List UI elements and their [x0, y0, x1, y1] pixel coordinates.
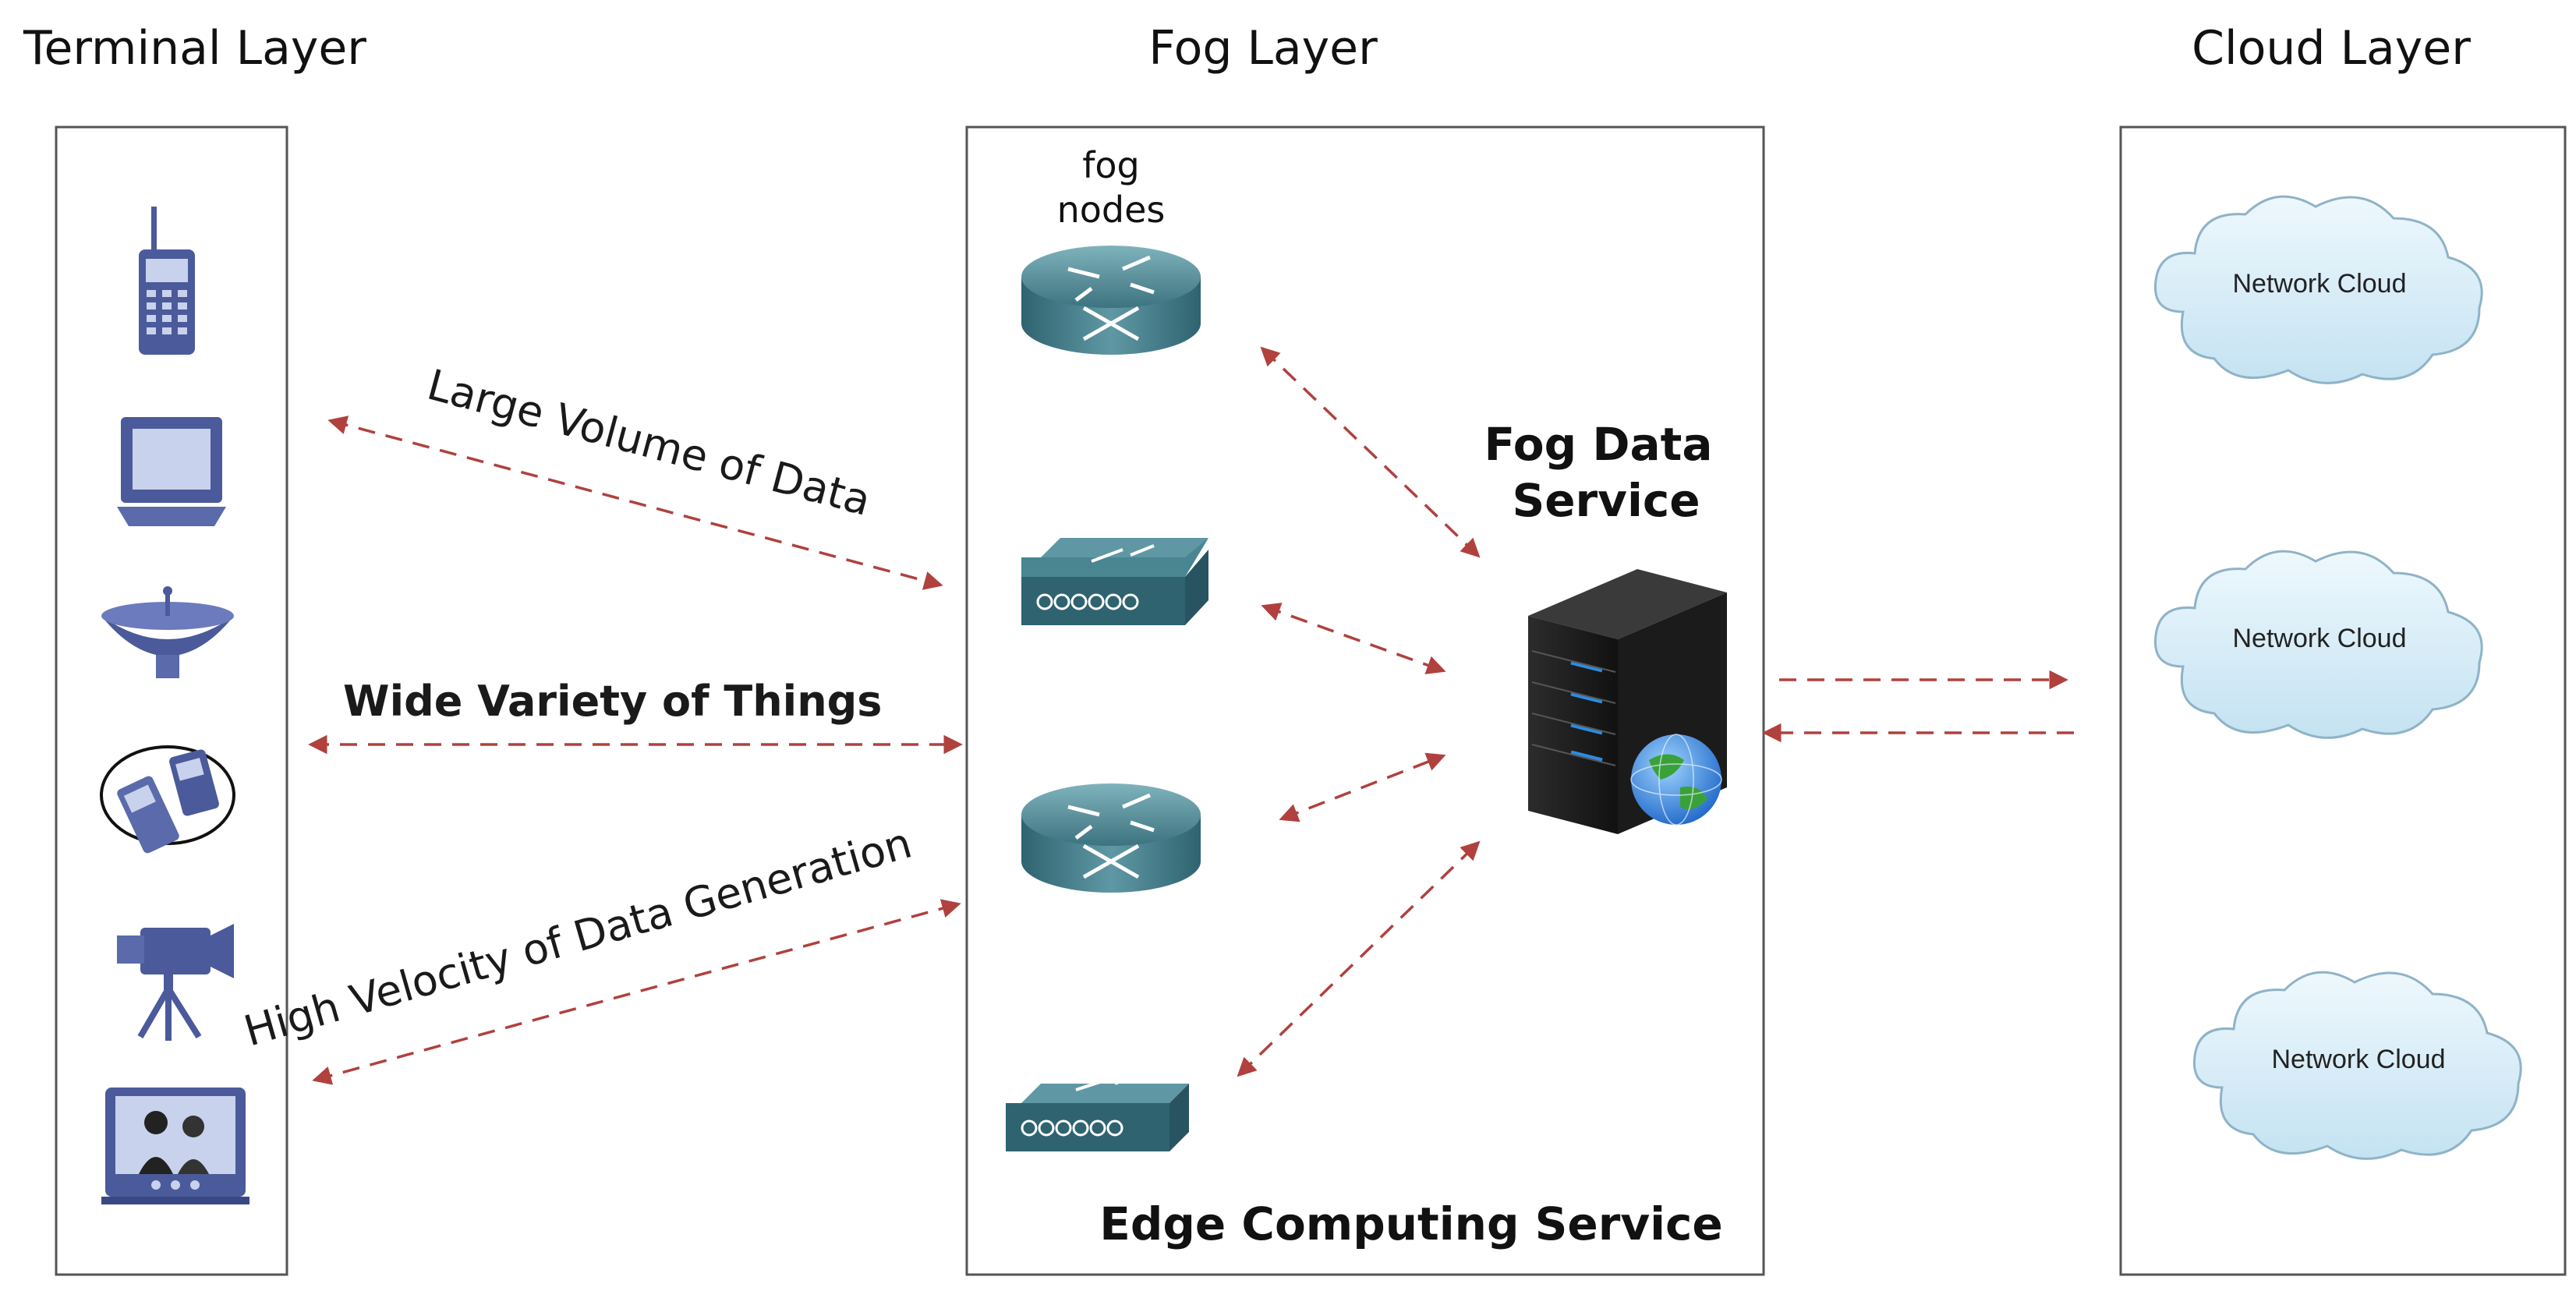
fog-nodes-label-line2: nodes: [1057, 189, 1166, 231]
cloud-label: Network Cloud: [2233, 269, 2407, 299]
network-cloud: Network Cloud: [2192, 971, 2522, 1160]
node-server-arrow: [1260, 346, 1481, 558]
switch-icon: [1021, 538, 1208, 625]
video-camera-icon: [117, 924, 234, 1041]
velocity-label: High Velocity of Data Generation: [239, 818, 917, 1056]
server-icon: [1528, 569, 1727, 834]
network-cloud: Network Cloud: [2153, 195, 2483, 384]
globe-icon: [1631, 734, 1721, 825]
cloud-label: Network Cloud: [2272, 1045, 2446, 1074]
cloud-layer-title: Cloud Layer: [2192, 21, 2471, 76]
node-server-arrow: [1261, 603, 1446, 674]
handheld-devices-icon: [100, 745, 235, 854]
variety-label: Wide Variety of Things: [343, 677, 882, 726]
satellite-dish-icon: [101, 586, 234, 678]
desktop-computer-icon: [117, 417, 226, 526]
cloud-label: Network Cloud: [2233, 624, 2407, 653]
volume-arrow: [327, 416, 943, 590]
fog-data-service-label-line1: Fog Data: [1484, 418, 1713, 471]
router-icon: [1021, 246, 1201, 355]
terminal-layer-title: Terminal Layer: [23, 21, 366, 76]
television-icon: [101, 1088, 249, 1204]
volume-label: Large Volume of Data: [423, 360, 876, 525]
switch-icon: [1006, 1073, 1189, 1151]
node-server-arrow: [1279, 752, 1446, 822]
fog-data-service-label-line2: Service: [1512, 474, 1700, 527]
fog-layer-title: Fog Layer: [1148, 21, 1378, 76]
mobile-phone-icon: [139, 207, 195, 355]
router-icon: [1021, 783, 1201, 893]
edge-computing-service-label: Edge Computing Service: [1099, 1197, 1723, 1250]
fog-nodes-label-line1: fog: [1082, 144, 1140, 186]
network-cloud: Network Cloud: [2153, 550, 2483, 739]
